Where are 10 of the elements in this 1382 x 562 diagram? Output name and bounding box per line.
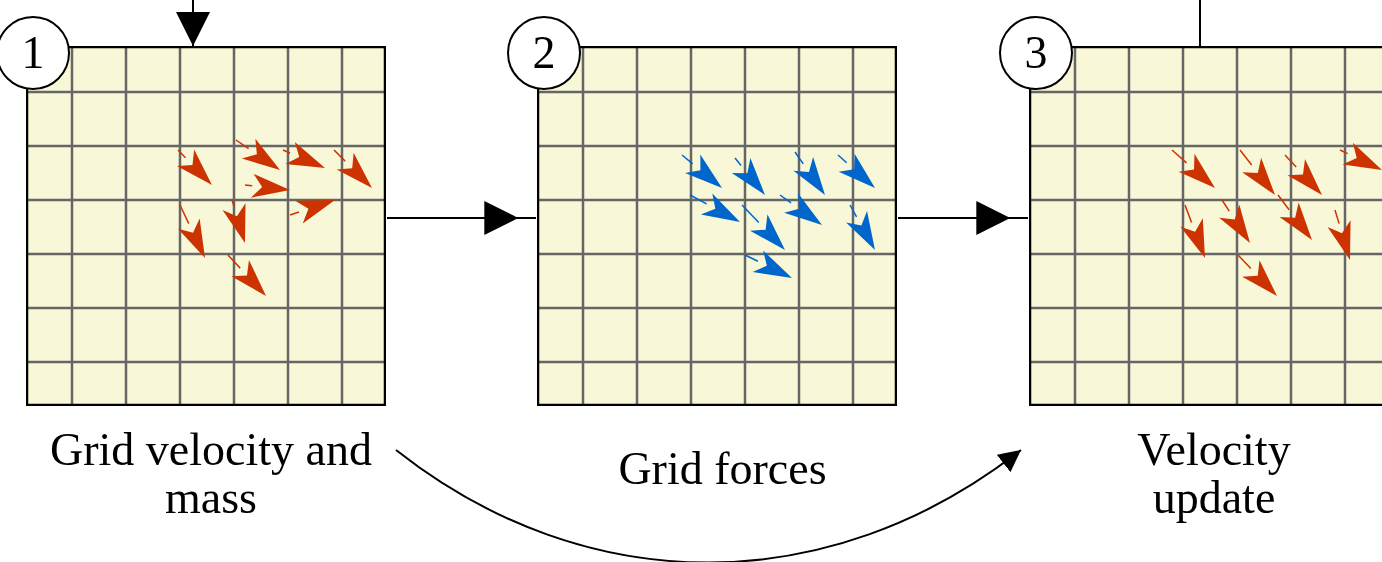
arrow xyxy=(176,0,210,47)
arrow xyxy=(897,201,1029,235)
step-number: 3 xyxy=(999,16,1073,90)
arrow xyxy=(386,201,537,235)
step-number: 1 xyxy=(0,16,70,90)
arrow xyxy=(395,449,1022,562)
step-caption: Velocity update xyxy=(1136,426,1292,522)
step-caption: Grid forces xyxy=(617,445,828,493)
step-caption: Grid velocity and mass xyxy=(49,426,373,522)
step-number: 2 xyxy=(507,16,581,90)
